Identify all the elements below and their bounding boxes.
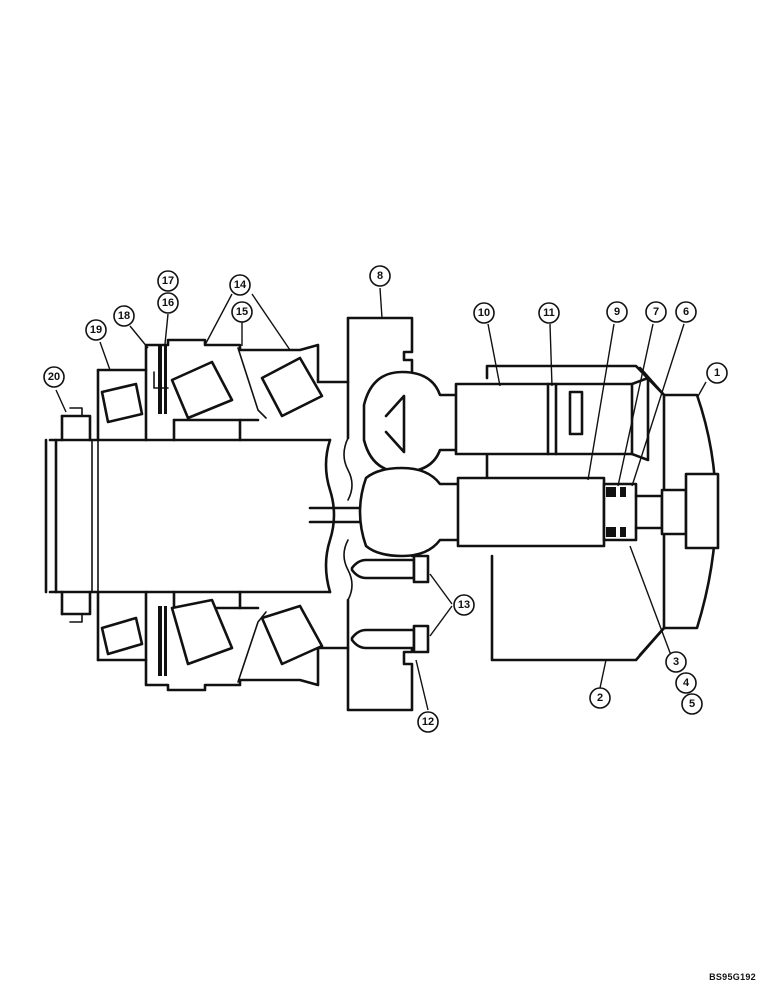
callout-15: 15 — [231, 301, 253, 323]
callout-4: 4 — [675, 672, 697, 694]
callout-label: 3 — [673, 656, 679, 668]
leader-lines — [55, 287, 707, 711]
callout-label: 10 — [478, 307, 490, 319]
callout-label: 8 — [377, 270, 383, 282]
bolts — [350, 554, 430, 654]
callout-label: 20 — [48, 371, 60, 383]
callout-label: 17 — [162, 275, 174, 287]
callout-13: 13 — [453, 594, 475, 616]
callout-label: 1 — [714, 367, 720, 379]
callout-label: 4 — [683, 677, 690, 689]
callout-label: 18 — [118, 310, 130, 322]
callout-16: 16 — [157, 292, 179, 314]
callout-label: 6 — [683, 306, 689, 318]
callout-label: 5 — [689, 698, 695, 710]
callout-14: 14 — [229, 274, 251, 296]
callout-label: 14 — [234, 279, 247, 291]
callout-label: 2 — [597, 692, 603, 704]
lower-piston — [358, 466, 720, 558]
callout-3: 3 — [665, 651, 687, 673]
callout-7: 7 — [645, 301, 667, 323]
callout-8: 8 — [369, 265, 391, 287]
callout-20: 20 — [43, 366, 65, 388]
callout-9: 9 — [606, 301, 628, 323]
callout-5: 5 — [681, 693, 703, 715]
callout-label: 19 — [90, 324, 102, 336]
upper-bearing-assembly — [96, 338, 350, 442]
drive-shaft — [44, 438, 374, 594]
callout-10: 10 — [473, 302, 495, 324]
callout-18: 18 — [113, 305, 135, 327]
callout-17: 17 — [157, 270, 179, 292]
callout-label: 16 — [162, 297, 174, 309]
shaft-nut — [60, 407, 92, 623]
callout-label: 7 — [653, 306, 659, 318]
callout-12: 12 — [417, 711, 439, 733]
callout-label: 9 — [614, 306, 620, 318]
callout-2: 2 — [589, 687, 611, 709]
callout-label: 13 — [458, 599, 470, 611]
callout-19: 19 — [85, 319, 107, 341]
callout-label: 11 — [543, 307, 555, 319]
callout-6: 6 — [675, 301, 697, 323]
drawing-code: BS95G192 — [709, 972, 756, 982]
lower-bearing-assembly — [96, 590, 350, 692]
upper-piston — [362, 370, 650, 474]
callout-1: 1 — [706, 362, 728, 384]
callout-label: 15 — [236, 306, 248, 318]
callout-label: 12 — [422, 716, 434, 728]
callout-11: 11 — [538, 302, 560, 324]
